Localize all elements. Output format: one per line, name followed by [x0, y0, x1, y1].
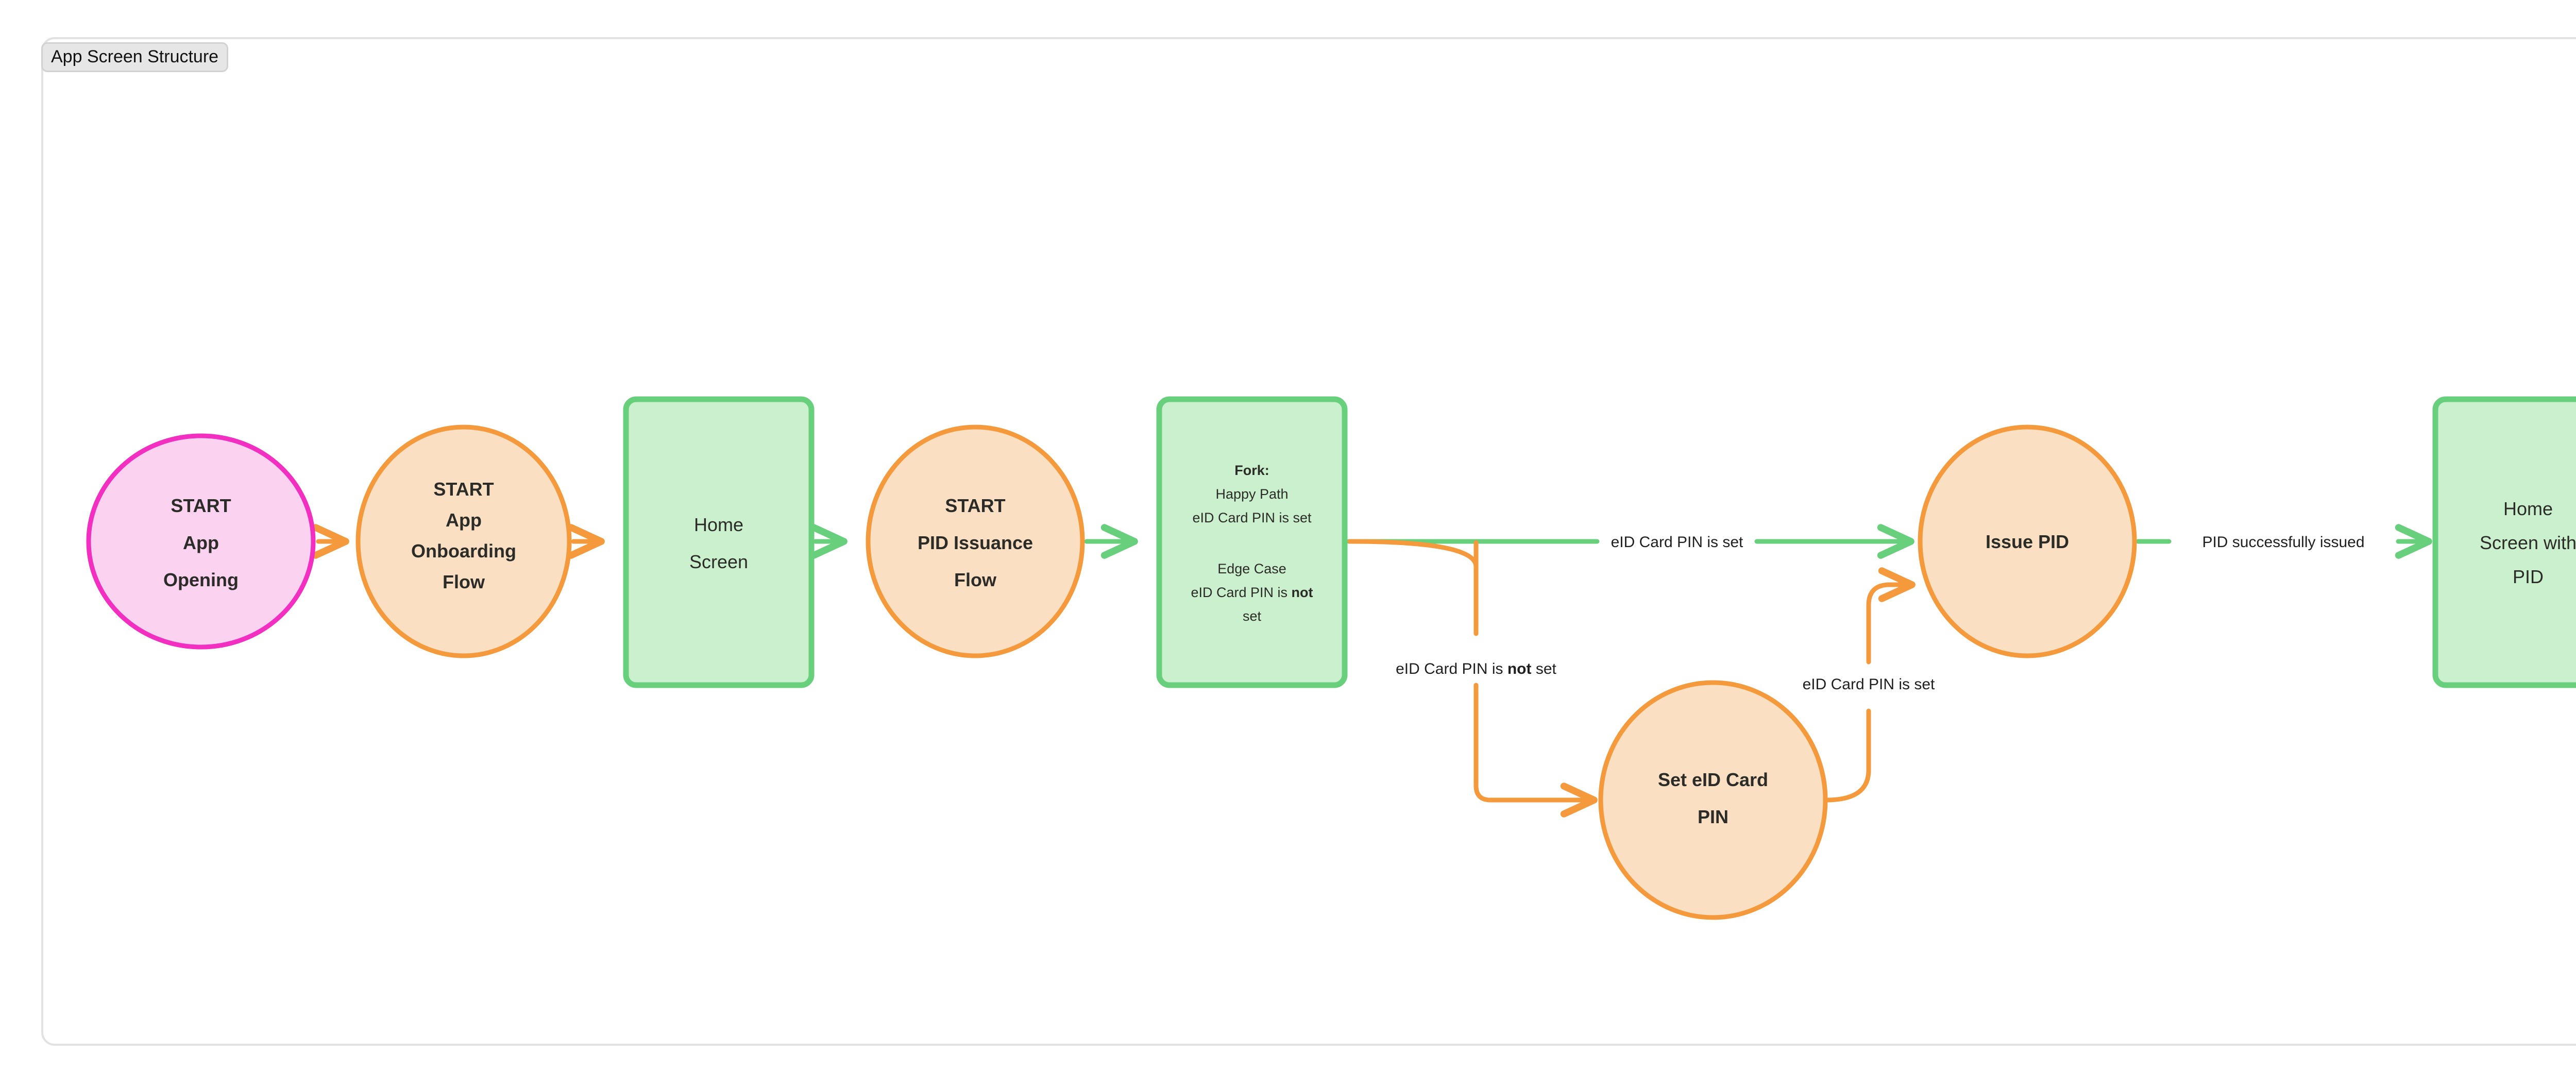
node-app-onboarding-line-0: START [433, 479, 494, 500]
node-app-opening-line-1: App [183, 532, 219, 553]
node-set-eid-card-pin[interactable]: Set eID Card PIN [1598, 680, 1828, 920]
node-issue-pid[interactable]: Issue PID [1918, 424, 2137, 658]
edge-set-eid-pin-to-issue-pid: eID Card PIN is set [1803, 567, 1935, 803]
node-app-opening[interactable]: START App Opening [86, 433, 316, 650]
node-set-eid-pin-line-1: PIN [1698, 806, 1728, 827]
edge-label-pin-is-set-return: eID Card PIN is set [1803, 676, 1935, 693]
edge-fork-to-issue-pid: eID Card PIN is set [1346, 524, 1914, 559]
node-fork-line-3: Edge Case [1217, 561, 1286, 576]
node-home-with-pid-line-1: Screen with [2480, 532, 2576, 553]
edge-label-pin-not-set-bold: not [1507, 660, 1532, 677]
node-home-with-pid-line-2: PID [2513, 566, 2544, 587]
edge-issue-pid-to-home-with-pid: PID successfully issued [2136, 524, 2432, 559]
node-fork-line-5: set [1243, 608, 1262, 624]
node-fork-line-2: eID Card PIN is set [1192, 510, 1312, 525]
node-home-screen-with-pid[interactable]: Home Screen with PID [2432, 396, 2576, 688]
node-app-onboarding-flow[interactable]: START App Onboarding Flow [355, 424, 572, 658]
edge-label-pin-not-set-part1: eID Card PIN is [1396, 660, 1507, 677]
node-app-opening-line-2: Opening [163, 569, 239, 590]
node-fork-line-1: Happy Path [1215, 486, 1288, 502]
node-home-screen[interactable]: Home Screen [623, 396, 815, 688]
node-fork-line-0: Fork: [1234, 463, 1269, 478]
node-fork-line-4-part1: eID Card PIN is [1191, 585, 1291, 600]
node-app-onboarding-line-1: App [446, 509, 482, 531]
node-home-screen-line-0: Home [694, 514, 743, 535]
node-issue-pid-line-0: Issue PID [1986, 531, 2069, 552]
node-pid-issuance-line-0: START [945, 495, 1005, 516]
node-fork-line-4: eID Card PIN is not [1191, 585, 1313, 600]
edge-label-pin-is-set-top: eID Card PIN is set [1611, 534, 1743, 551]
edge-label-pid-successfully-issued: PID successfully issued [2202, 534, 2364, 551]
node-app-onboarding-line-2: Onboarding [411, 540, 516, 562]
node-app-onboarding-line-3: Flow [443, 571, 485, 592]
node-app-opening-line-0: START [171, 495, 231, 516]
edge-fork-to-set-eid-pin: eID Card PIN is not set [1347, 539, 1598, 818]
edge-label-pin-not-set-part3: set [1532, 660, 1557, 677]
frame-title-badge: App Screen Structure [41, 42, 229, 72]
node-home-with-pid-line-0: Home [2503, 498, 2553, 519]
node-fork-line-4-bold: not [1292, 585, 1313, 600]
node-home-screen-line-1: Screen [689, 551, 748, 572]
edge-label-pin-not-set: eID Card PIN is not set [1396, 660, 1556, 677]
node-pid-issuance-flow[interactable]: START PID Issuance Flow [866, 424, 1085, 658]
node-set-eid-pin-line-0: Set eID Card [1658, 769, 1768, 790]
node-pid-issuance-line-2: Flow [954, 569, 997, 590]
node-fork[interactable]: Fork: Happy Path eID Card PIN is set Edg… [1156, 396, 1348, 688]
node-pid-issuance-line-1: PID Issuance [918, 532, 1033, 553]
